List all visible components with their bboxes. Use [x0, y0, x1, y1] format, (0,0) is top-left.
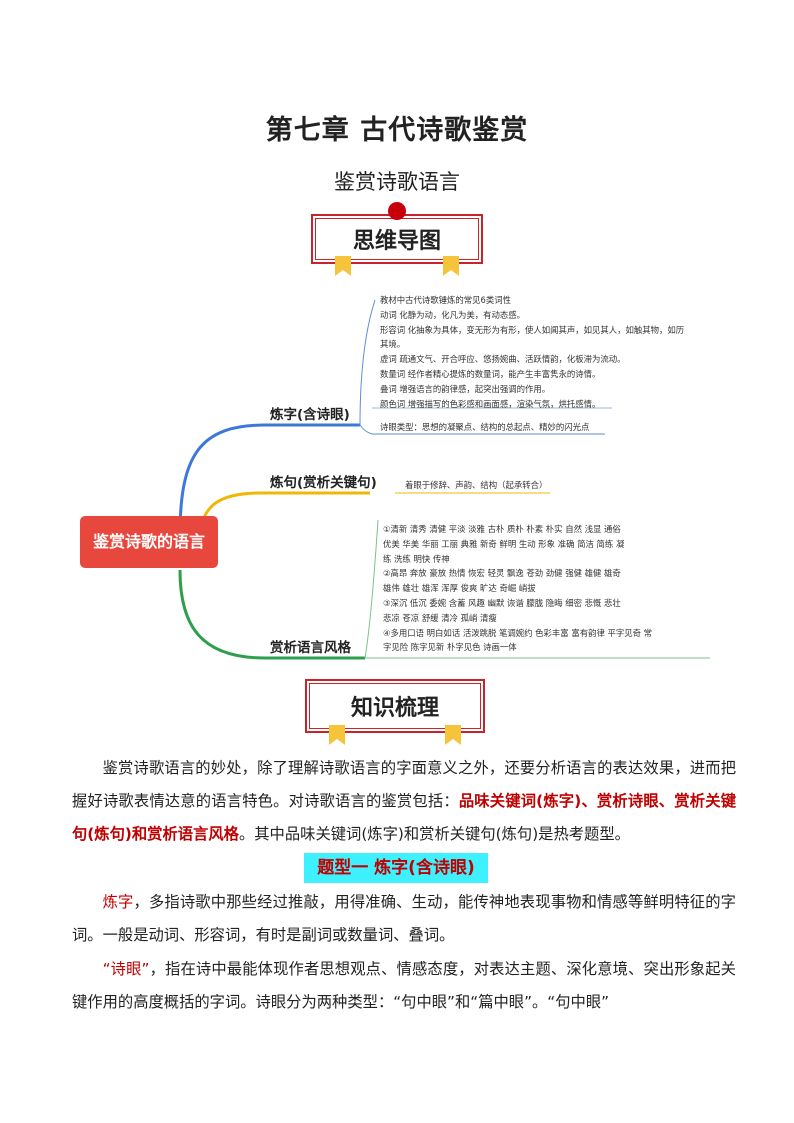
intro-text-end: 。其中品味关键词(炼字)和赏析关键句(炼句)是热考题型。 — [238, 825, 630, 843]
intro-paragraph: 鉴赏诗歌语言的妙处，除了理解诗歌语言的字面意义之外，还要分析语言的表达效果，进而… — [72, 752, 736, 851]
branch-label-lianzi: 炼字(含诗眼) — [270, 407, 350, 423]
branch-style-details: ①清新 清秀 清健 平淡 淡雅 古朴 质朴 朴素 朴实 自然 浅显 通俗 优美 … — [383, 522, 713, 655]
banner-dot-icon — [388, 202, 406, 220]
lianzi-paragraph: 炼字，多指诗歌中那些经过推敲，用得准确、生动，能传神地表现事物和情感等鲜明特征的… — [72, 886, 736, 952]
branch-label-style: 赏析语言风格 — [270, 640, 351, 656]
detail-line: 数量词 经作者精心提炼的数量词，能产生丰富隽永的诗情。 — [380, 368, 601, 379]
detail-line: 形容词 化抽象为具体，变无形为有形，使人如闻其声，如见其人，如触其物，如历 — [380, 324, 685, 335]
banner-mindmap: 思维导图 — [311, 202, 483, 276]
lianzi-lead: 炼字 — [102, 893, 134, 911]
detail-line: ④多用口语 明白如话 活泼跳脱 笔调婉约 色彩丰富 富有韵律 平字见奇 常 — [383, 627, 653, 638]
detail-line: 叠词 增强语言的韵律感，起突出强调的作用。 — [380, 383, 551, 394]
detail-line: 优美 华美 华丽 工丽 典雅 新奇 鲜明 生动 形象 准确 简洁 简练 凝 — [383, 538, 625, 549]
detail-line: 颜色词 增强描写的色彩感和画面感，渲染气氛，烘托感情。 — [380, 398, 601, 409]
detail-line: 练 洗练 明快 传神 — [383, 553, 450, 564]
detail-line: 字见险 陈字见新 朴字见色 诗画一体 — [383, 642, 517, 653]
shiyan-paragraph: “诗眼”，指在诗中最能体现作者思想观点、情感态度，对表达主题、深化意境、突出形象… — [72, 953, 736, 1019]
ribbon-icon — [335, 256, 351, 276]
page-subtitle: 鉴赏诗歌语言 — [334, 170, 460, 194]
detail-line: 动词 化静为动，化凡为美，有动态感。 — [380, 309, 526, 320]
detail-line: ③深沉 低沉 委婉 含蓄 风趣 幽默 诙谐 朦胧 隐晦 细密 悲慨 悲壮 — [383, 597, 621, 608]
shiyan-lead: “诗眼” — [102, 960, 150, 978]
intro-text: 鉴赏诗歌语言的妙处，除了理解诗歌语言的字面意义之外，还要分析语言的表达效果，进而… — [72, 759, 736, 810]
detail-line: 雄伟 雄壮 雄浑 浑厚 俊爽 旷达 奇崛 峭拔 — [383, 583, 536, 594]
detail-line: ①清新 清秀 清健 平淡 淡雅 古朴 质朴 朴素 朴实 自然 浅显 通俗 — [383, 524, 621, 534]
shiyan-text: ，指在诗中最能体现作者思想观点、情感态度，对表达主题、深化意境、突出形象起关键作… — [72, 960, 736, 1011]
banner-knowledge: 知识梳理 — [305, 679, 485, 745]
mindmap-root: 鉴赏诗歌的语言 — [80, 516, 218, 568]
detail-line: 教材中古代诗歌锤炼的常见6类词性 — [380, 295, 511, 305]
intro-emphasis: 品味关键词(炼字)、赏析诗眼、赏析关键句(炼句)和赏析语言风格 — [72, 792, 736, 843]
branch-lianzi-details: 教材中古代诗歌锤炼的常见6类词性 动词 化静为动，化凡为美，有动态感。 形容词 … — [380, 293, 720, 411]
detail-line: 虚词 疏通文气、开合呼应、悠扬婉曲、活跃情韵，化板滞为流动。 — [380, 354, 626, 365]
branch-lianju-note: 着眼于修辞、声韵、结构（起承转合） — [405, 480, 548, 490]
poem-eye-types: 诗眼类型：思想的凝聚点、结构的总起点、精妙的闪光点 — [380, 422, 590, 432]
banner-mindmap-label: 思维导图 — [352, 229, 441, 254]
ribbon-icon — [329, 725, 345, 745]
section-heading: 题型一 炼字(含诗眼) — [304, 853, 488, 883]
detail-line: 悲凉 苍凉 舒缓 清冷 孤峭 清瘦 — [383, 612, 497, 623]
ribbon-icon — [445, 725, 461, 745]
branch-label-lianju: 炼句(赏析关键句) — [270, 475, 377, 491]
ribbon-icon — [443, 256, 459, 276]
page-title: 第七章 古代诗歌鉴赏 — [265, 115, 529, 146]
detail-line: ②高昂 奔放 豪放 热情 恢宏 轻灵 飘逸 苍劲 劲健 强健 雄健 雄奇 — [383, 568, 621, 579]
detail-line: 其境。 — [380, 339, 406, 350]
banner-knowledge-label: 知识梳理 — [350, 696, 439, 721]
lianzi-text: ，多指诗歌中那些经过推敲，用得准确、生动，能传神地表现事物和情感等鲜明特征的字词… — [72, 893, 736, 944]
